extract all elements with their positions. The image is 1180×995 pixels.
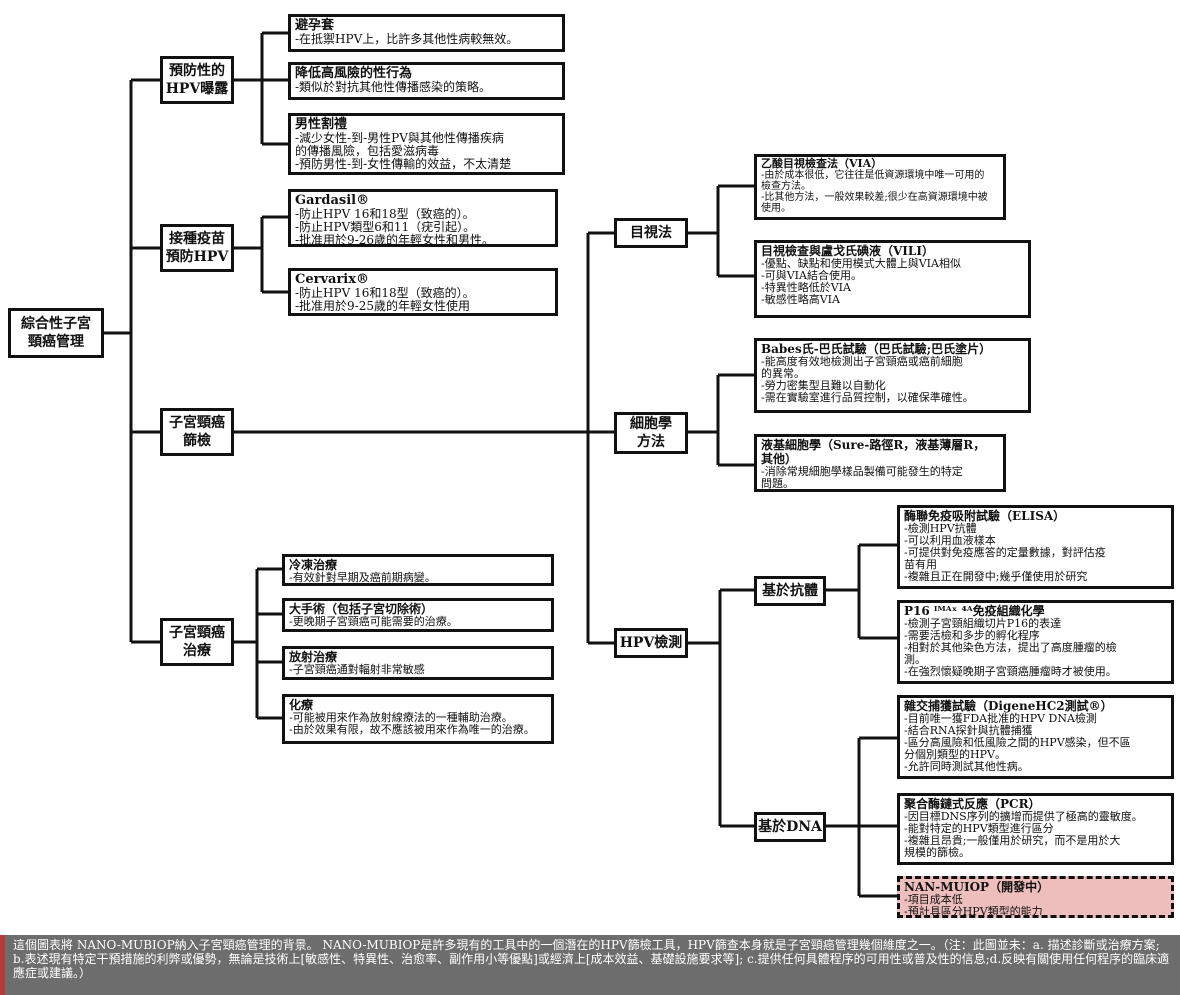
sub-dna-label: 基於DNA — [758, 819, 822, 835]
leaf-circumcision: 男性割禮 -減少女性-到-男性PV與其他性傳播疾病 的傳播風險，包括愛滋病毒 -… — [288, 113, 565, 175]
sub-antibody-label: 基於抗體 — [762, 583, 818, 599]
leaf-risk-reduction: 降低高風險的性行為 -類似於對抗其他性傳播感染的策略。 — [288, 62, 565, 100]
leaf-radiotherapy: 放射治療 -子宮頸癌通對輻射非常敏感 — [282, 646, 554, 680]
root-node: 綜合性子宮 頸癌管理 — [8, 308, 104, 358]
leaf-risk-title: 降低高風險的性行為 — [295, 66, 413, 81]
leaf-nan-muiop: NAN-MUIOP（開發中） -項目成本低 -預計具區分HPV類型的能力 — [897, 876, 1174, 918]
leaf-p16-title: P16 ᴵᴹᴬˣ ⁴ᴬ免疫組織化學 — [904, 604, 1045, 618]
sub-dna: 基於DNA — [754, 812, 826, 842]
leaf-condom-title: 避孕套 — [295, 18, 335, 33]
leaf-cervarix-desc: -防止HPV 16和18型（致癌的）。 -批准用於9-25歲的年輕女性使用 — [295, 286, 475, 313]
leaf-chemo-title: 化療 — [289, 698, 314, 712]
leaf-circ-title: 男性割禮 — [295, 117, 348, 132]
branch-screening-label: 子宮頸癌 篩檢 — [169, 415, 225, 449]
leaf-lbc-title: 液基細胞學（Sure-路徑R，液基薄層R， 其他） — [761, 438, 986, 466]
leaf-nan-desc: -項目成本低 -預計具區分HPV類型的能力 — [904, 893, 1043, 918]
leaf-lbc-desc: -消除常規細胞學樣品製備可能發生的特定 問題。 — [761, 465, 963, 490]
sub-antibody: 基於抗體 — [754, 576, 826, 606]
leaf-condom: 避孕套 -在抵禦HPV上，比許多其他性病較無效。 — [288, 14, 565, 52]
leaf-cervarix-title: Cervarix® — [295, 272, 369, 287]
leaf-lbc: 液基細胞學（Sure-路徑R，液基薄層R， 其他） -消除常規細胞學樣品製備可能… — [754, 434, 1006, 492]
leaf-cryotherapy: 冷凍治療 -有效針對早期及癌前期病變。 — [282, 554, 554, 586]
method-visual: 目視法 — [614, 218, 688, 248]
method-hpv-label: HPV檢測 — [619, 635, 683, 651]
leaf-pap: Babes氏-巴氏試驗（巴氏試驗;巴氏塗片） -能高度有效地檢測出子宮頸癌或癌前… — [754, 338, 1031, 413]
leaf-cervarix: Cervarix® -防止HPV 16和18型（致癌的）。 -批准用於9-25歲… — [288, 268, 558, 316]
root-label: 綜合性子宮 頸癌管理 — [21, 316, 91, 350]
leaf-vili-desc: -優點、缺點和使用模式大體上與VIA相似 -可與VIA結合使用。 -特異性略低於… — [761, 257, 961, 306]
leaf-elisa-desc: -檢測HPV抗體 -可以利用血液樣本 -可提供對免疫應答的定量數據，對評估疫 苗… — [904, 522, 1106, 583]
leaf-vili: 目視檢查與盧戈氏碘液（VILI） -優點、缺點和使用模式大體上與VIA相似 -可… — [754, 240, 1031, 318]
leaf-surgery: 大手術（包括子宮切除術） -更晚期子宮頸癌可能需要的治療。 — [282, 598, 554, 632]
method-visual-label: 目視法 — [630, 225, 672, 241]
branch-prevention: 預防性的 HPV曝露 — [160, 56, 234, 104]
leaf-circ-desc: -減少女性-到-男性PV與其他性傳播疾病 的傳播風險，包括愛滋病毒 -預防男性-… — [295, 131, 512, 171]
leaf-gardasil-desc: -防止HPV 16和18型（致癌的）。 -防止HPV類型6和11（疣引起）。 -… — [295, 207, 495, 247]
leaf-p16-desc: -檢測子宮頸組織切片P16的表達 -需要活檢和多步的孵化程序 -相對於其他染色方… — [904, 617, 1117, 678]
leaf-risk-desc: -類似於對抗其他性傳播感染的策略。 — [295, 80, 492, 94]
leaf-gardasil: Gardasil® -防止HPV 16和18型（致癌的）。 -防止HPV類型6和… — [288, 189, 558, 247]
leaf-p16: P16 ᴵᴹᴬˣ ⁴ᴬ免疫組織化學 -檢測子宮頸組織切片P16的表達 -需要活檢… — [897, 600, 1174, 684]
leaf-surgery-title: 大手術（包括子宮切除術） — [289, 602, 434, 616]
leaf-pcr-desc: -因目標DNS序列的擴增而提供了極高的靈敏度。 -能對特定的HPV類型進行區分 … — [904, 810, 1143, 859]
leaf-pcr-title: 聚合酶鏈式反應（PCR） — [904, 797, 1041, 811]
branch-prevention-label: 預防性的 HPV曝露 — [165, 63, 229, 97]
leaf-hc2: 雜交捕獲試驗（DigeneHC2測試®） -目前唯一獲FDA批准的HPV DNA… — [897, 695, 1174, 779]
leaf-vili-title: 目視檢查與盧戈氏碘液（VILI） — [761, 244, 934, 258]
leaf-radio-title: 放射治療 — [289, 650, 338, 664]
caption-text: 這個圖表將 NANO-MUBIOP納入子宮頸癌管理的背景。 NANO-MUBIO… — [13, 938, 1170, 980]
leaf-pap-desc: -能高度有效地檢測出子宮頸癌或癌前細胞 的異常。 -勞力密集型且難以自動化 -需… — [761, 355, 974, 404]
leaf-via-title: 乙酸目視檢查法（VIA） — [761, 157, 883, 170]
leaf-hc2-desc: -目前唯一獲FDA批准的HPV DNA檢測 -結合RNA探針與抗體捕獲 -區分高… — [904, 712, 1131, 773]
leaf-pap-title: Babes氏-巴氏試驗（巴氏試驗;巴氏塗片） — [761, 342, 992, 356]
leaf-chemo-desc: -可能被用來作為放射線療法的一種輔助治療。 -由於效果有限，故不應該被用來作為唯… — [289, 711, 535, 736]
leaf-chemotherapy: 化療 -可能被用來作為放射線療法的一種輔助治療。 -由於效果有限，故不應該被用來… — [282, 694, 554, 744]
method-cytology-label: 細胞學 方法 — [630, 416, 672, 450]
leaf-cryo-desc: -有效針對早期及癌前期病變。 — [289, 571, 436, 584]
leaf-gardasil-title: Gardasil® — [295, 193, 370, 208]
leaf-elisa-title: 酶聯免疫吸附試驗（ELISA） — [904, 509, 1066, 523]
leaf-hc2-title: 雜交捕獲試驗（DigeneHC2測試®） — [904, 699, 1113, 713]
caption-footer: 這個圖表將 NANO-MUBIOP納入子宮頸癌管理的背景。 NANO-MUBIO… — [0, 935, 1180, 995]
leaf-via: 乙酸目視檢查法（VIA） -由於成本很低，它往往是低資源環境中唯一可用的 檢查方… — [754, 154, 1006, 220]
branch-vaccine: 接種疫苗 預防HPV — [160, 224, 234, 272]
branch-vaccine-label: 接種疫苗 預防HPV — [165, 231, 229, 265]
leaf-cryo-title: 冷凍治療 — [289, 558, 338, 572]
method-cytology: 細胞學 方法 — [614, 412, 688, 454]
leaf-via-desc: -由於成本很低，它往往是低資源環境中唯一可用的 檢查方法。 -比其他方法，一般效… — [761, 170, 988, 214]
branch-treatment-label: 子宮頸癌 治療 — [169, 625, 225, 659]
method-hpv-test: HPV檢測 — [614, 628, 688, 658]
leaf-surgery-desc: -更晚期子宮頸癌可能需要的治療。 — [289, 615, 458, 628]
branch-treatment: 子宮頸癌 治療 — [160, 618, 234, 666]
connector-lines — [103, 31, 897, 898]
leaf-nan-title: NAN-MUIOP（開發中） — [904, 880, 1050, 894]
leaf-condom-desc: -在抵禦HPV上，比許多其他性病較無效。 — [295, 32, 519, 46]
branch-screening: 子宮頸癌 篩檢 — [160, 408, 234, 456]
leaf-radio-desc: -子宮頸癌通對輻射非常敏感 — [289, 663, 425, 676]
leaf-elisa: 酶聯免疫吸附試驗（ELISA） -檢測HPV抗體 -可以利用血液樣本 -可提供對… — [897, 505, 1174, 589]
leaf-pcr: 聚合酶鏈式反應（PCR） -因目標DNS序列的擴增而提供了極高的靈敏度。 -能對… — [897, 793, 1174, 865]
